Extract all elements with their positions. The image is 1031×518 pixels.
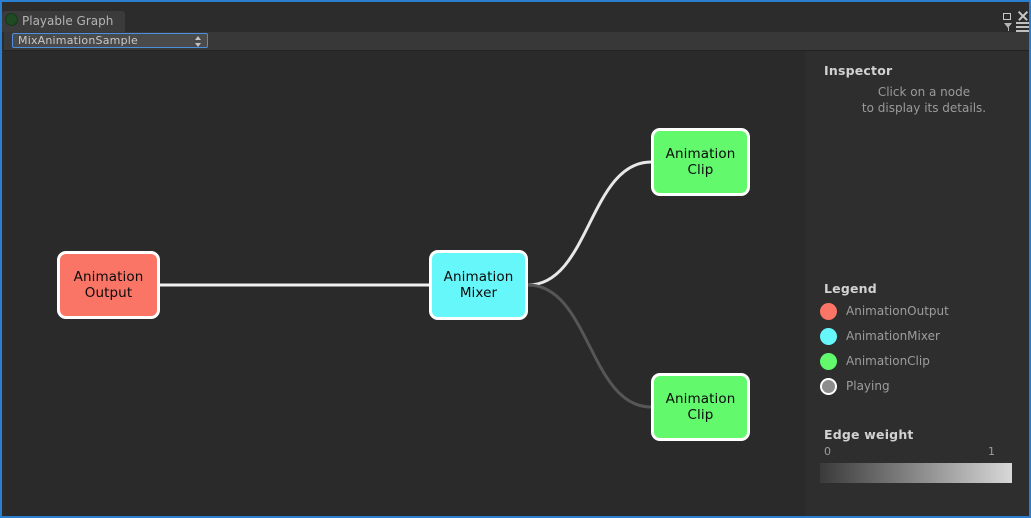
inspector-hint: Click on a node to display its details. bbox=[861, 85, 987, 115]
edge-weight-max-label: 1 bbox=[988, 445, 995, 458]
title-bar: Playable Graph bbox=[2, 4, 1029, 32]
legend-swatch-icon bbox=[820, 328, 837, 345]
graph-node-label: Animation Mixer bbox=[443, 269, 514, 301]
edge-weight-title: Edge weight bbox=[824, 427, 914, 442]
edge-weight-min-label: 0 bbox=[824, 445, 831, 458]
graph-node-label: Animation Output bbox=[73, 269, 144, 301]
legend-item-label: Playing bbox=[846, 379, 890, 393]
graph-edge-animation-mixer-to-animation-clip-top bbox=[526, 160, 653, 287]
graph-selector-value: MixAnimationSample bbox=[18, 34, 138, 47]
legend-swatch-icon bbox=[820, 303, 837, 320]
toolbar: MixAnimationSample bbox=[4, 32, 1029, 51]
graph-edge-animation-mixer-to-animation-clip-bottom bbox=[526, 283, 653, 409]
legend-item-label: AnimationClip bbox=[846, 354, 930, 368]
graph-node-animation-clip-top[interactable]: Animation Clip bbox=[651, 128, 750, 196]
tab-playable-graph[interactable]: Playable Graph bbox=[2, 11, 126, 32]
hamburger-menu-icon[interactable] bbox=[1016, 22, 1029, 32]
legend-swatch-icon bbox=[820, 353, 837, 370]
graph-node-label: Animation Clip bbox=[665, 391, 736, 423]
graph-node-label: Animation Clip bbox=[665, 146, 736, 178]
graph-status-dot-icon bbox=[5, 13, 18, 26]
inspector-title: Inspector bbox=[824, 63, 893, 78]
updown-arrows-icon bbox=[195, 36, 202, 47]
graph-node-animation-mixer[interactable]: Animation Mixer bbox=[429, 250, 528, 320]
graph-edges bbox=[158, 160, 653, 409]
legend-item-label: AnimationOutput bbox=[846, 304, 949, 318]
tab-label: Playable Graph bbox=[22, 14, 114, 28]
graph-node-animation-output[interactable]: Animation Output bbox=[57, 251, 160, 319]
filter-icon[interactable] bbox=[1004, 23, 1013, 31]
graph-node-animation-clip-bottom[interactable]: Animation Clip bbox=[651, 373, 750, 441]
close-icon[interactable] bbox=[1017, 10, 1029, 22]
side-panel: Inspector Click on a node to display its… bbox=[805, 51, 1029, 516]
edge-weight-gradient-bar bbox=[820, 463, 1012, 483]
graph-selector-dropdown[interactable]: MixAnimationSample bbox=[12, 33, 208, 48]
maximize-icon[interactable] bbox=[1002, 11, 1014, 23]
legend-swatch-icon bbox=[820, 378, 837, 395]
legend-item-label: AnimationMixer bbox=[846, 329, 940, 343]
legend-title: Legend bbox=[824, 281, 877, 296]
